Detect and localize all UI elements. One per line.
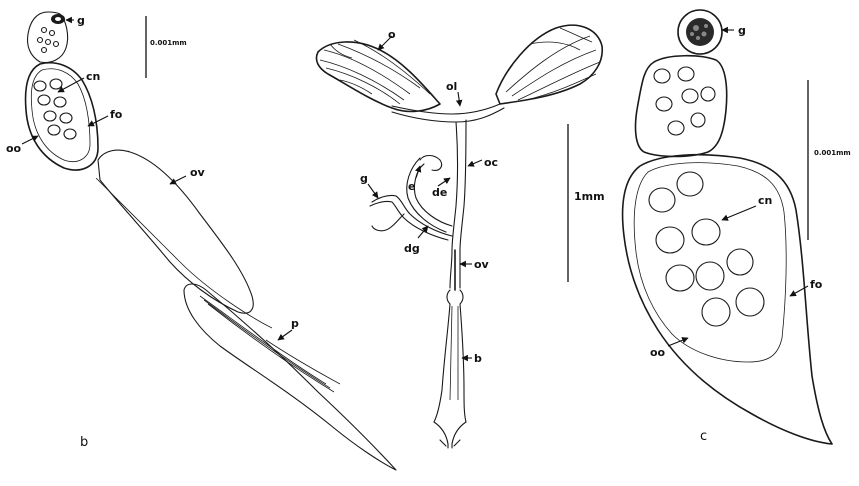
panel-b-label-oo: oo — [6, 142, 22, 155]
right-ovary — [496, 25, 602, 104]
panel-b-label-g: g — [77, 14, 85, 27]
left-ovary — [316, 40, 440, 111]
spermatheca — [420, 156, 442, 171]
panel-c-scale-label: 0.001mm — [814, 149, 851, 157]
panel-b-nuclei — [34, 79, 76, 139]
panel-middle-label-g: g — [360, 172, 368, 185]
panel-b-label-cn: cn — [86, 70, 100, 83]
panel-c-label-oo: oo — [650, 346, 666, 359]
panel-b: 0.001mm g cn fo oo ov p b — [6, 12, 396, 470]
panel-middle-label-b: b — [474, 352, 482, 365]
panel-middle-label-o: o — [388, 28, 396, 41]
panel-c-label-g: g — [738, 24, 746, 37]
panel-b-ovariole — [98, 150, 253, 313]
panel-b-label-fo: fo — [110, 108, 123, 121]
common-oviduct — [452, 120, 466, 250]
panel-b-label-ov: ov — [190, 166, 206, 179]
panel-b-scale-label: 0.001mm — [150, 39, 187, 47]
panel-middle-label-de: de — [432, 186, 447, 199]
panel-b-pedicel — [184, 284, 396, 470]
panel-c-nuclei — [649, 172, 764, 326]
panel-c-upper-nuclei — [654, 67, 715, 135]
panel-middle-label-dg: dg — [404, 242, 420, 255]
bursa — [434, 290, 466, 422]
panel-middle-label-ol: ol — [446, 80, 457, 93]
lateral-oviduct — [392, 104, 504, 122]
ovipositor-tip — [434, 422, 466, 448]
panel-c-germ-cell — [686, 18, 714, 46]
panel-middle-label-e: e — [408, 180, 415, 193]
panel-b-small-cells — [38, 28, 59, 53]
panel-middle-label-oc: oc — [484, 156, 498, 169]
panel-c-label-fo: fo — [810, 278, 823, 291]
accessory-gland — [370, 195, 452, 240]
panel-middle: 1mm o ol oc e de g dg ov b — [316, 25, 604, 448]
panel-b-letter: b — [80, 435, 88, 450]
panel-c-letter: c — [700, 429, 707, 444]
panel-middle-label-ov: ov — [474, 258, 490, 271]
panel-middle-scale-label: 1mm — [574, 190, 605, 203]
panel-b-label-p: p — [291, 317, 299, 330]
panel-c: 0.001mm g cn fo oo c — [623, 10, 851, 444]
panel-c-label-cn: cn — [758, 194, 772, 207]
